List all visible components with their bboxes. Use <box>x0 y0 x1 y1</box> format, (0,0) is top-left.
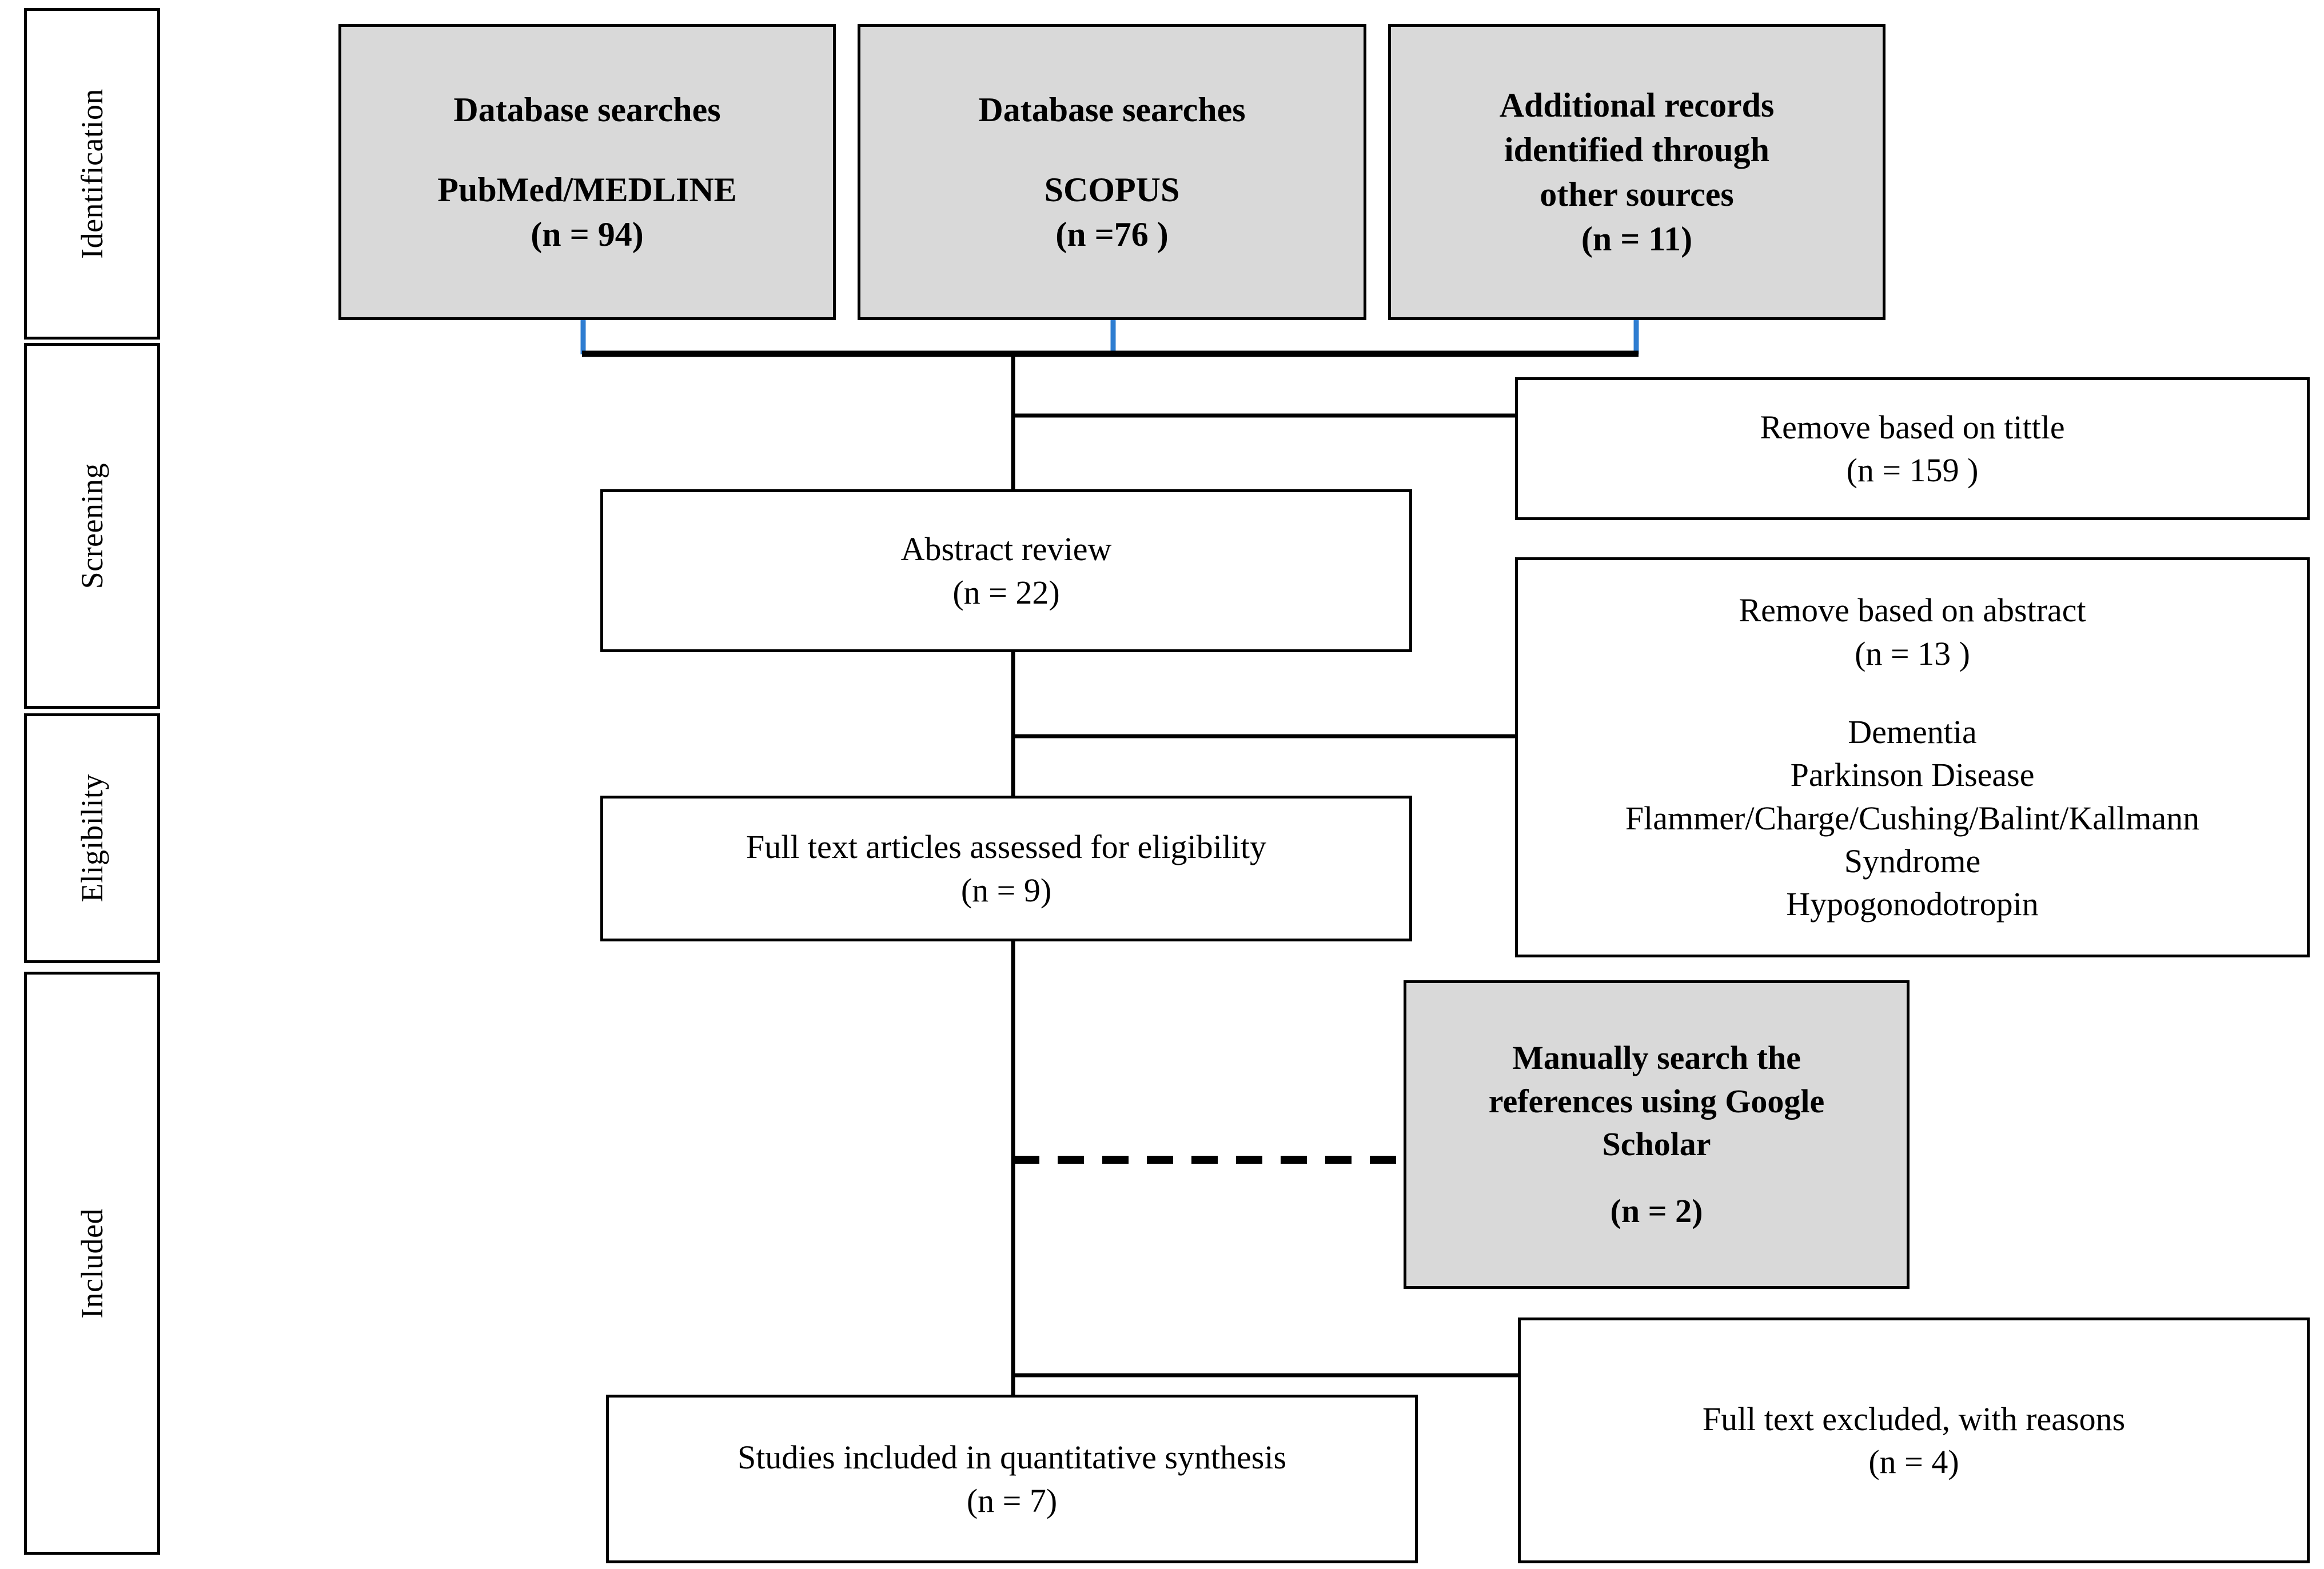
abstract-review-count: (n = 22) <box>952 573 1060 611</box>
box-full-text-excluded: Full text excluded, with reasons (n = 4) <box>1518 1318 2310 1563</box>
box-other-line-4: (n = 11) <box>1581 220 1693 258</box>
stage-label-included-text: Included <box>75 1208 109 1319</box>
box-remove-based-on-title: Remove based on tittle (n = 159 ) <box>1515 377 2310 520</box>
box-remove-based-on-abstract: Remove based on abstract (n = 13 ) Demen… <box>1515 557 2310 957</box>
stage-label-eligibility-text: Eligibility <box>75 774 109 903</box>
box-scopus-line-1: Database searches <box>978 91 1246 129</box>
stage-label-identification: Identification <box>24 8 160 340</box>
box-other-line-3: other sources <box>1540 175 1734 213</box>
manual-search-line-3: Scholar <box>1602 1125 1711 1163</box>
full-text-assessed-count: (n = 9) <box>960 871 1052 909</box>
box-pubmed-line-3: (n = 94) <box>531 215 644 253</box>
manual-search-line-2: references using Google <box>1488 1082 1825 1120</box>
box-other-line-2: identified through <box>1504 131 1769 169</box>
full-text-excluded-count: (n = 4) <box>1868 1443 1959 1480</box>
stage-label-eligibility: Eligibility <box>24 713 160 963</box>
box-other-line-1: Additional records <box>1499 86 1775 124</box>
box-database-pubmed: Database searches PubMed/MEDLINE (n = 94… <box>338 24 836 320</box>
remove-title-label: Remove based on tittle <box>1760 408 2065 446</box>
box-database-scopus: Database searches SCOPUS (n =76 ) <box>858 24 1366 320</box>
box-manual-search-google-scholar: Manually search the references using Goo… <box>1404 980 1910 1289</box>
box-full-text-assessed: Full text articles assessed for eligibil… <box>600 796 1412 941</box>
remove-abstract-reason-4: Syndrome <box>1844 843 1981 880</box>
stage-label-included: Included <box>24 972 160 1555</box>
stage-label-screening: Screening <box>24 343 160 709</box>
studies-included-label: Studies included in quantitative synthes… <box>737 1439 1287 1476</box>
stage-label-screening-text: Screening <box>75 462 109 589</box>
stage-label-identification-text: Identification <box>75 89 109 259</box>
abstract-review-label: Abstract review <box>900 530 1112 568</box>
box-pubmed-line-1: Database searches <box>453 91 721 129</box>
full-text-assessed-label: Full text articles assessed for eligibil… <box>746 828 1267 866</box>
box-abstract-review: Abstract review (n = 22) <box>600 489 1412 652</box>
full-text-excluded-label: Full text excluded, with reasons <box>1702 1400 2126 1438</box>
remove-abstract-reason-2: Parkinson Disease <box>1790 756 2035 794</box>
studies-included-count: (n = 7) <box>966 1482 1058 1519</box>
remove-abstract-reason-3: Flammer/Charge/Cushing/Balint/Kallmann <box>1625 799 2200 837</box>
remove-abstract-reason-5: Hypogonodotropin <box>1786 885 2039 923</box>
remove-abstract-count: (n = 13 ) <box>1855 634 1970 672</box>
box-scopus-line-3: (n =76 ) <box>1055 215 1169 253</box>
box-studies-included: Studies included in quantitative synthes… <box>606 1395 1418 1563</box>
manual-search-count: (n = 2) <box>1610 1192 1703 1230</box>
box-scopus-line-2: SCOPUS <box>1044 171 1180 209</box>
manual-search-line-1: Manually search the <box>1512 1039 1801 1077</box>
remove-title-count: (n = 159 ) <box>1846 452 1979 489</box>
box-additional-records: Additional records identified through ot… <box>1388 24 1885 320</box>
remove-abstract-label: Remove based on abstract <box>1739 592 2086 629</box>
box-pubmed-line-2: PubMed/MEDLINE <box>437 171 737 209</box>
remove-abstract-reason-1: Dementia <box>1848 713 1977 750</box>
